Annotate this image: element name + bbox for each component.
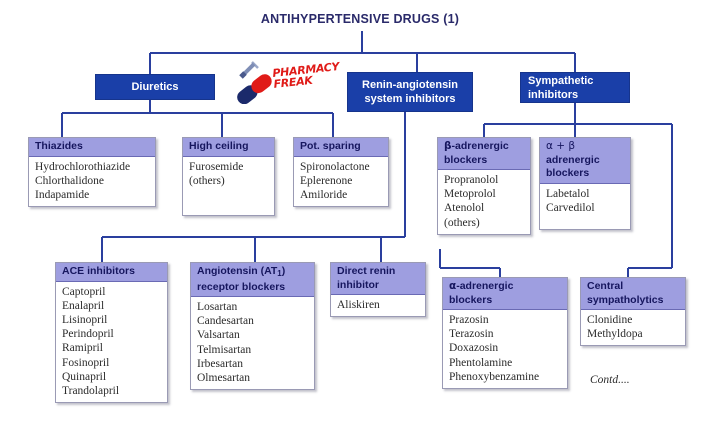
list-item: Atenolol <box>444 202 485 215</box>
list-item: Phentolamine <box>449 356 513 369</box>
list-item: (others) <box>444 216 480 229</box>
card-alpha-beta-adrenergic-blockers[interactable]: α + β adrenergic blockers Labetalol Carv… <box>539 137 631 230</box>
card-ace-inhibitors-drugs: Captopril Enalapril Lisinopril Perindopr… <box>56 282 167 403</box>
list-item: Lisinopril <box>62 313 108 326</box>
page-title: ANTIHYPERTENSIVE DRUGS (1) <box>260 12 460 26</box>
list-item: Captopril <box>62 285 106 298</box>
beta-header-line2: blockers <box>444 153 488 166</box>
node-diuretics[interactable]: Diuretics <box>95 74 215 100</box>
central-header-line1: Central <box>587 280 624 292</box>
list-item: Ramipril <box>62 342 103 355</box>
card-thiazides-drugs: Hydrochlorothiazide Chlorthalidone Indap… <box>29 157 155 207</box>
list-item: Terazosin <box>449 328 494 341</box>
card-central-sympatholytics-header: Central sympatholytics <box>581 278 685 310</box>
list-item: Labetalol <box>546 187 590 200</box>
card-arb-drugs: Losartan Candesartan Valsartan Telmisart… <box>191 297 314 389</box>
card-beta-blockers-header: β-adrenergic blockers <box>438 138 530 170</box>
card-alpha-adrenergic-blockers[interactable]: α-adrenergic blockers Prazosin Terazosin… <box>442 277 568 390</box>
card-alpha-blockers-header: α-adrenergic blockers <box>443 278 567 310</box>
capsule-icon <box>237 61 272 105</box>
node-diuretics-label: Diuretics <box>131 81 179 93</box>
card-direct-renin-drugs: Aliskiren <box>331 295 425 316</box>
card-pot-sparing-drugs: Spironolactone Eplerenone Amiloride <box>294 157 388 207</box>
card-high-ceiling[interactable]: High ceiling Furosemide (others) <box>182 137 275 216</box>
list-item: Doxazosin <box>449 342 499 355</box>
card-angiotensin-receptor-blockers[interactable]: Angiotensin (AT1) receptor blockers Losa… <box>190 262 315 391</box>
list-item: Olmesartan <box>197 372 251 385</box>
card-beta-blockers-drugs: Propranolol Metoprolol Atenolol (others) <box>438 170 530 234</box>
card-thiazides-header: Thiazides <box>29 138 155 157</box>
card-direct-renin-header: Direct renin inhibitor <box>331 263 425 295</box>
list-item: Indapamide <box>35 188 90 201</box>
list-item: Fosinopril <box>62 356 110 369</box>
direct-renin-line1: Direct renin <box>337 265 396 277</box>
alpha-beta-header-line2: adrenergic <box>546 153 600 166</box>
direct-renin-line2: inhibitor <box>337 278 379 291</box>
node-sympathetic-line2: inhibitors <box>528 88 579 101</box>
node-sympathetic-inhibitors[interactable]: Sympathetic inhibitors <box>520 72 630 103</box>
list-item: Quinapril <box>62 370 107 383</box>
card-ace-inhibitors[interactable]: ACE inhibitors Captopril Enalapril Lisin… <box>55 262 168 404</box>
card-alpha-beta-blockers-drugs: Labetalol Carvedilol <box>540 184 630 229</box>
list-item: Candesartan <box>197 315 254 328</box>
list-item: Enalapril <box>62 299 105 312</box>
list-item: (others) <box>189 174 225 187</box>
continued-note: Contd.... <box>590 374 630 386</box>
alpha-symbol: α <box>449 280 457 292</box>
card-central-sympatholytics[interactable]: Central sympatholytics Clonidine Methyld… <box>580 277 686 347</box>
list-item: Aliskiren <box>337 299 380 311</box>
arb-header-line2: receptor blockers <box>197 280 286 293</box>
node-renin-angiotensin-system-inhibitors[interactable]: Renin-angiotensin system inhibitors <box>347 72 473 112</box>
card-beta-adrenergic-blockers[interactable]: β-adrenergic blockers Propranolol Metopr… <box>437 137 531 235</box>
list-item: Hydrochlorothiazide <box>35 160 131 173</box>
card-thiazides[interactable]: Thiazides Hydrochlorothiazide Chlorthali… <box>28 137 156 208</box>
card-high-ceiling-drugs: Furosemide (others) <box>183 157 274 215</box>
list-item: Methyldopa <box>587 328 643 341</box>
node-sympathetic-line1: Sympathetic <box>528 74 594 87</box>
node-renin-line2: system inhibitors <box>364 93 456 105</box>
alpha-beta-header-line3: blockers <box>546 167 590 179</box>
list-item: Eplerenone <box>300 174 353 187</box>
card-ace-inhibitors-header: ACE inhibitors <box>56 263 167 282</box>
list-item: Trandolapril <box>62 384 120 397</box>
central-header-line2: sympatholytics <box>587 293 664 306</box>
list-item: Metoprolol <box>444 188 496 201</box>
list-item: Irbesartan <box>197 357 243 370</box>
card-direct-renin-inhibitor[interactable]: Direct renin inhibitor Aliskiren <box>330 262 426 318</box>
card-pot-sparing[interactable]: Pot. sparing Spironolactone Eplerenone A… <box>293 137 389 208</box>
card-arb-header: Angiotensin (AT1) receptor blockers <box>191 263 314 297</box>
arb-header-line1: Angiotensin (AT1) <box>197 265 286 278</box>
card-pot-sparing-header: Pot. sparing <box>294 138 388 157</box>
card-high-ceiling-header: High ceiling <box>183 138 274 157</box>
list-item: Amiloride <box>300 188 348 201</box>
list-item: Carvedilol <box>546 201 595 214</box>
list-item: Phenoxybenzamine <box>449 370 540 383</box>
list-item: Prazosin <box>449 314 489 326</box>
list-item: Spironolactone <box>300 160 370 173</box>
list-item: Valsartan <box>197 329 240 342</box>
list-item: Chlorthalidone <box>35 174 104 187</box>
list-item: Perindopril <box>62 328 114 341</box>
alpha-header-line2: blockers <box>449 293 493 306</box>
pharmacy-freak-watermark: PHARMACY FREAK <box>228 60 340 105</box>
alpha-plus-beta-symbol: α + β <box>546 140 576 152</box>
alpha-header-rest: -adrenergic <box>456 280 514 292</box>
beta-header-rest: -adrenergic <box>451 140 509 152</box>
card-alpha-blockers-drugs: Prazosin Terazosin Doxazosin Phentolamin… <box>443 310 567 388</box>
arb-subscript: 1 <box>277 269 282 278</box>
list-item: Losartan <box>197 301 238 313</box>
list-item: Telmisartan <box>197 343 252 356</box>
card-alpha-beta-blockers-header: α + β adrenergic blockers <box>540 138 630 184</box>
watermark-text: PHARMACY FREAK <box>272 60 341 90</box>
list-item: Clonidine <box>587 314 633 326</box>
list-item: Propranolol <box>444 174 499 186</box>
beta-symbol: β <box>444 140 452 152</box>
card-central-sympatholytics-drugs: Clonidine Methyldopa <box>581 310 685 345</box>
node-renin-line1: Renin-angiotensin <box>362 79 458 91</box>
list-item: Furosemide <box>189 160 244 173</box>
